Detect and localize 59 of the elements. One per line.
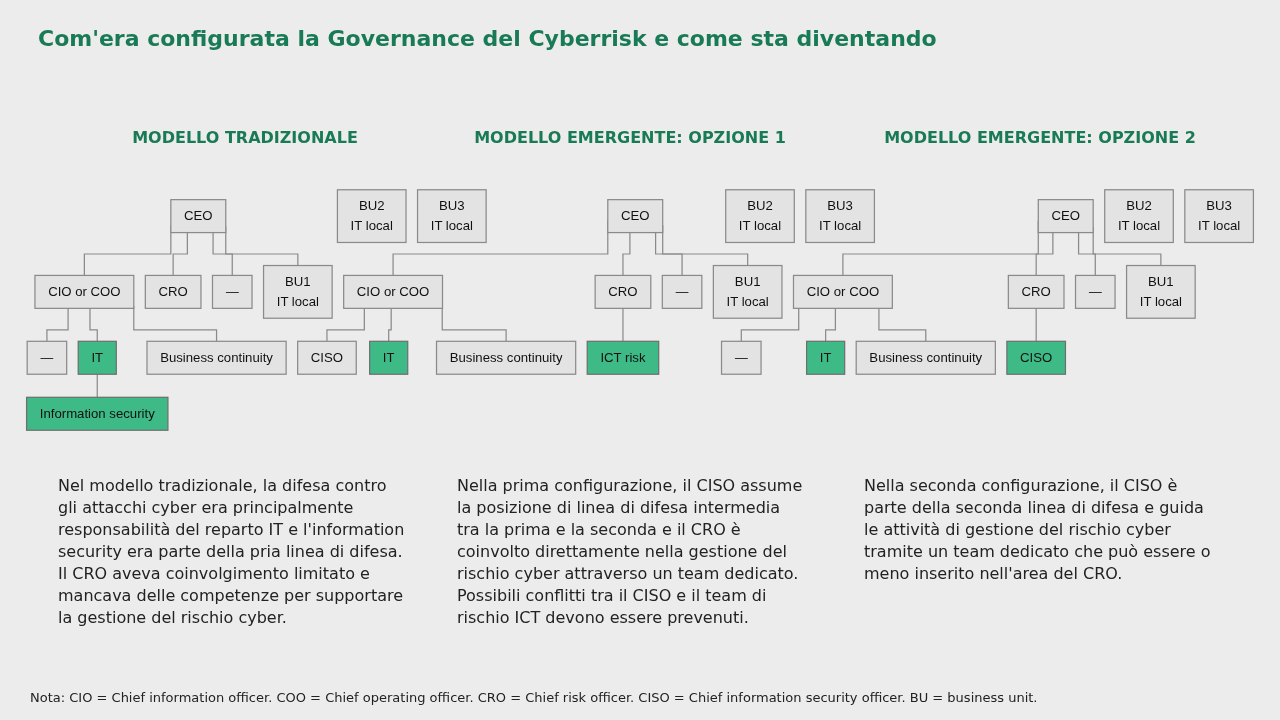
- node-box: CISO: [297, 340, 357, 375]
- node-box: BU2 IT local: [336, 189, 407, 244]
- connector: [326, 307, 365, 342]
- node-box: CIO or COO: [792, 274, 893, 309]
- connector: [172, 231, 188, 277]
- node-box: —: [1074, 274, 1116, 309]
- node-box: BU1 IT local: [712, 264, 783, 319]
- node-box: BU2 IT local: [1104, 189, 1174, 244]
- description-paragraph: Nella prima configurazione, il CISO assume la posizione di linea di difesa intermedia tra la prima e la seconda e il CRO è coinvolto direttamente nella gestione del rischio cyber attraverso un team dedicato.: [457, 475, 804, 585]
- node-box: CEO: [170, 199, 227, 234]
- node-box: CIO or COO: [34, 274, 135, 309]
- node-box: BU1 IT local: [1125, 264, 1196, 319]
- node-box: Information security: [25, 396, 169, 431]
- node-box: BU2 IT local: [725, 189, 795, 244]
- node-box: IT: [806, 340, 846, 375]
- node-box: CIO or COO: [343, 274, 444, 309]
- node-box: —: [720, 340, 762, 375]
- node-box: IT: [77, 340, 117, 375]
- connector: [212, 231, 233, 277]
- node-box: CISO: [1006, 340, 1067, 375]
- node-box: Business continuity: [146, 340, 287, 375]
- panel-heading: MODELLO EMERGENTE: OPZIONE 1: [473, 128, 787, 147]
- connector: [46, 307, 69, 342]
- page-title: Com'era configurata la Governance del Cyberrisk e come sta diventando: [38, 26, 937, 51]
- panel-heading: MODELLO TRADIZIONALE: [131, 128, 359, 147]
- connector: [89, 307, 98, 342]
- node-box: —: [26, 340, 68, 375]
- panel-heading: MODELLO EMERGENTE: OPZIONE 2: [883, 128, 1197, 147]
- node-box: Business continuity: [435, 340, 577, 375]
- node-box: ICT risk: [586, 340, 660, 375]
- description-paragraph: Nel modello tradizionale, la difesa contro gli attacchi cyber era principalmente responsabilità del reparto IT e l'information security era parte della pria linea di difesa. Il CRO aveva coinvolgimento limitato e mancava delle competenze per supportare la gestione del rischio cyber.: [58, 475, 406, 629]
- connector: [740, 307, 800, 342]
- connector: [622, 307, 624, 342]
- node-box: CRO: [594, 274, 652, 309]
- connector: [622, 231, 631, 277]
- connector: [655, 231, 683, 277]
- connector: [1035, 231, 1054, 277]
- connector: [1035, 307, 1037, 342]
- description-paragraph: Possibili conflitti tra il CISO e il team di rischio ICT devono essere prevenuti.: [457, 585, 768, 629]
- node-box: CEO: [607, 199, 664, 234]
- description-paragraph: Nella seconda configurazione, il CISO è parte della seconda linea di difesa e guida le attività di gestione del rischio cyber tramite un team dedicato che può essere o meno inserito nell'area del CRO.: [864, 475, 1212, 585]
- node-box: BU3 IT local: [805, 189, 875, 244]
- node-box: CRO: [1007, 274, 1065, 309]
- node-box: BU3 IT local: [416, 189, 487, 244]
- connector: [96, 373, 98, 398]
- node-box: —: [661, 274, 703, 309]
- footnote: Nota: CIO = Chief information officer. COO = Chief operating officer. CRO = Chief risk officer. CISO = Chief information security officer. BU = business unit.: [30, 690, 1038, 705]
- node-box: —: [211, 274, 253, 309]
- node-box: IT: [369, 340, 409, 375]
- node-box: CRO: [144, 274, 202, 309]
- node-box: BU1 IT local: [262, 264, 333, 319]
- node-box: Business continuity: [855, 340, 996, 375]
- node-box: BU3 IT local: [1184, 189, 1255, 244]
- connector: [878, 307, 927, 342]
- connector: [1077, 231, 1096, 277]
- connector: [441, 307, 507, 342]
- connector: [388, 307, 392, 342]
- node-box: CEO: [1037, 199, 1094, 234]
- connector: [825, 307, 836, 342]
